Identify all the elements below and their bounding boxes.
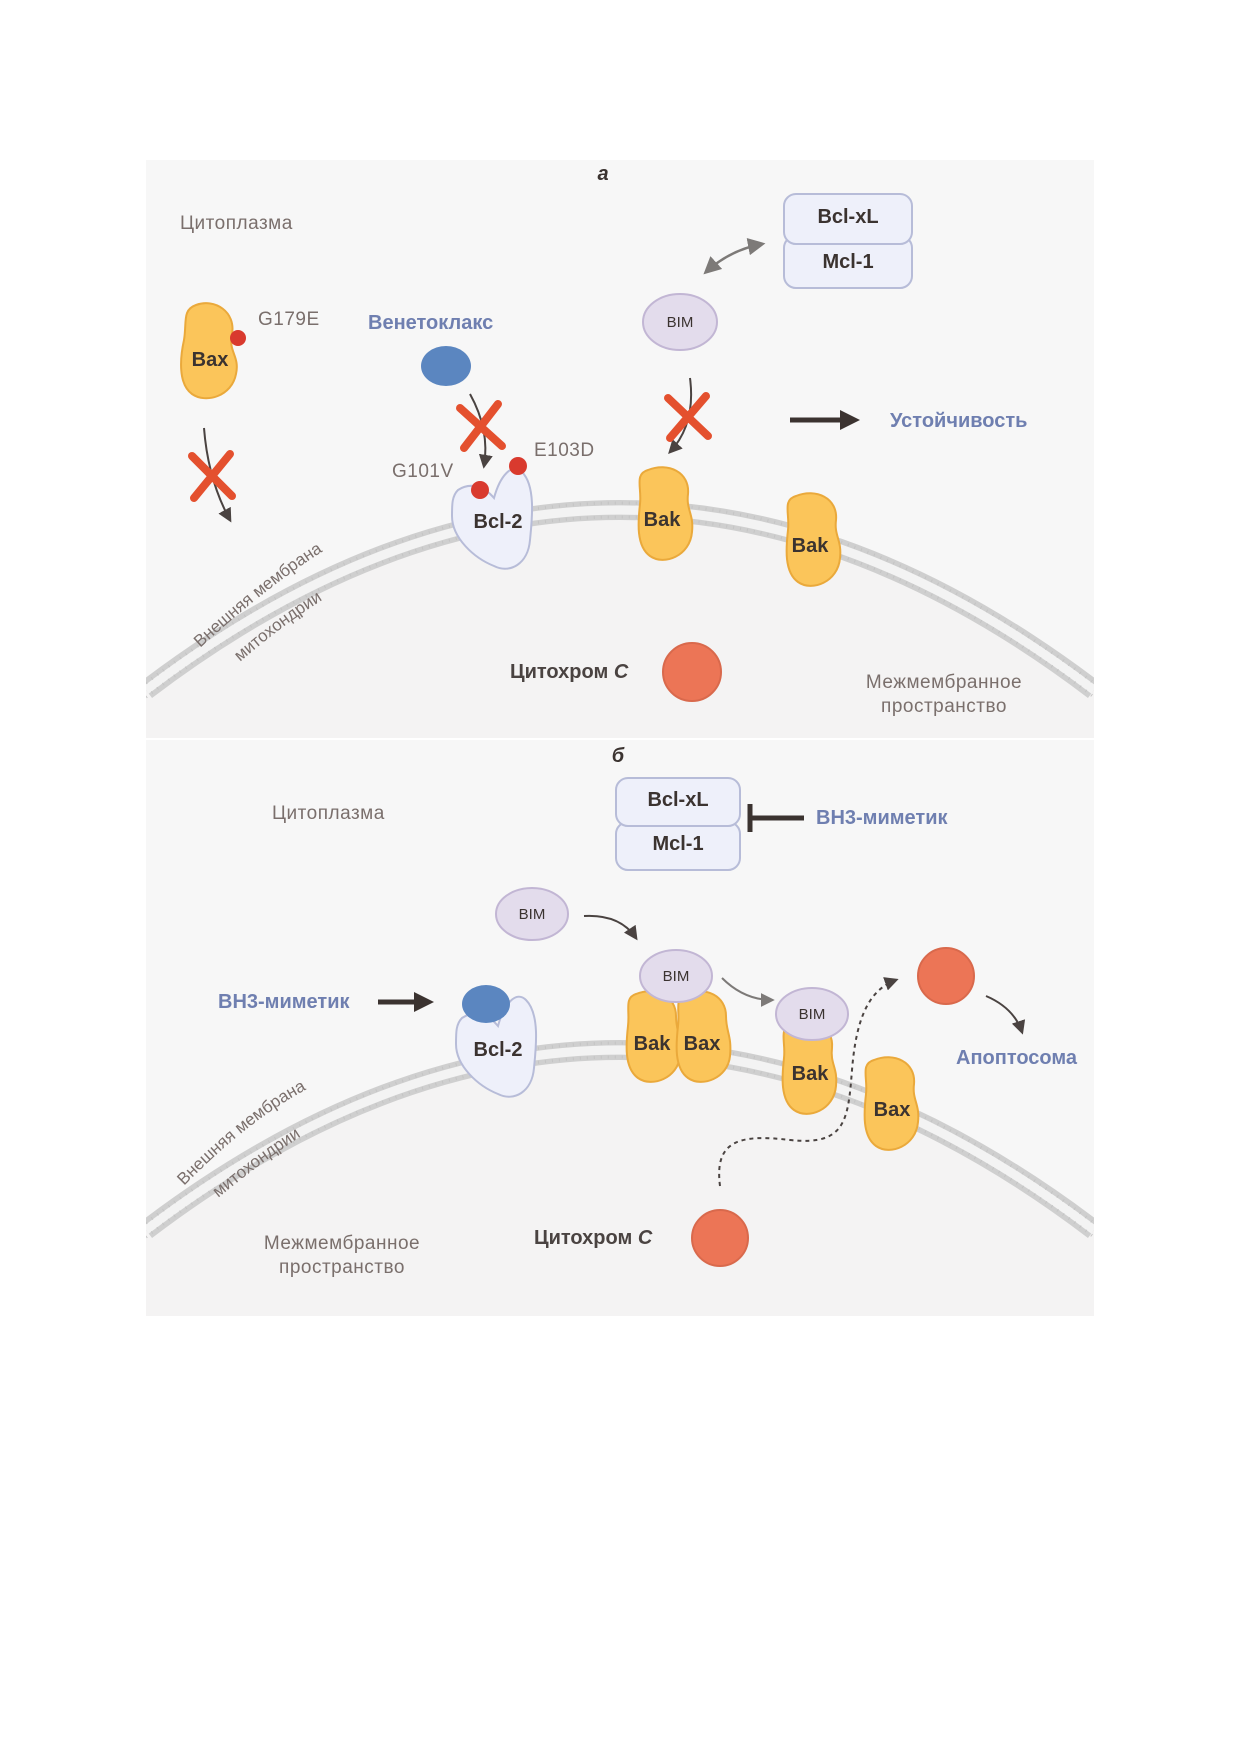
bcl2-label-a: Bcl-2 — [474, 511, 523, 533]
g179e-label: G179E — [258, 309, 320, 330]
bax-label-b1: Bax — [684, 1033, 721, 1055]
bh3-mimetic-drug — [462, 985, 510, 1023]
bim-release-arrow — [583, 914, 638, 941]
g101v-label: G101V — [392, 461, 454, 482]
bak-label-a2: Bak — [792, 535, 830, 557]
bclxl-label-b: Bcl-xL — [647, 789, 708, 811]
cytochrome-c-label-b: Цитохром C — [534, 1227, 653, 1249]
bax-label-a: Bax — [192, 349, 229, 371]
venetoclax-label: Венетоклакс — [368, 312, 493, 334]
bax-protein-a: Bax — [180, 302, 238, 400]
bim-label-b1: BIM — [519, 906, 546, 923]
intermembrane-label-b-line1: Межмембранное — [264, 1233, 420, 1254]
bak-label-b1: Bak — [634, 1033, 672, 1055]
bim-label-a: BIM — [667, 314, 694, 331]
apoptosome-arrow — [985, 995, 1026, 1035]
cross-icon — [188, 450, 236, 502]
g101v-mutation-dot — [471, 481, 489, 499]
bax-protein-b2: Bax — [863, 1056, 920, 1151]
g179e-mutation-dot — [230, 330, 246, 346]
bim-protein-b1 — [495, 887, 569, 941]
panel-a: а Цитоплазма Bax G179E Венетоклакс Bcl-2… — [146, 160, 1094, 738]
e103d-label: E103D — [534, 440, 595, 461]
bak-label-b2: Bak — [792, 1063, 830, 1085]
venetoclax-drug — [421, 346, 471, 386]
bax-label-b2: Bax — [874, 1099, 911, 1121]
cytochrome-c-b — [691, 1209, 749, 1267]
cross-icon — [664, 392, 712, 442]
cross-icon — [456, 400, 506, 452]
membrane-b — [146, 1043, 1094, 1316]
inhibition-bar — [747, 804, 804, 832]
bak-label-a1: Bak — [644, 509, 682, 531]
cytoplasm-label-b: Цитоплазма — [272, 803, 385, 824]
e103d-mutation-dot — [509, 457, 527, 475]
intermembrane-label-a-line2: пространство — [881, 696, 1007, 717]
bim-activation-arrow — [721, 977, 775, 1007]
bim-protein-b2 — [639, 949, 713, 1003]
resistance-label: Устойчивость — [890, 410, 1027, 432]
released-cytochrome-c — [917, 947, 975, 1005]
bim-label-b2: BIM — [663, 968, 690, 985]
intermembrane-label-a-line1: Межмембранное — [866, 672, 1022, 693]
bim-sequestration-arrow — [703, 237, 766, 275]
panel-a-letter: а — [597, 163, 608, 185]
cytochrome-c-release-path — [718, 977, 899, 1187]
cytochrome-c-label-a: Цитохром C — [510, 661, 629, 683]
cytoplasm-label-a: Цитоплазма — [180, 213, 293, 234]
bclxl-label-a: Bcl-xL — [817, 206, 878, 228]
bh3-mimetic-label-left: BH3-миметик — [218, 991, 351, 1013]
bim-label-b3: BIM — [799, 1006, 826, 1023]
bclxl-mcl1-complex-a: Bcl-xL Mcl-1 — [783, 193, 913, 289]
bim-protein-a — [642, 293, 718, 351]
panel-b-letter: б — [612, 745, 625, 767]
intermembrane-label-b-line2: пространство — [279, 1257, 405, 1278]
bak-protein-a2: Bak — [785, 492, 842, 587]
bak-bax-oligomer: Bak Bax — [625, 990, 732, 1083]
cytochrome-c-a — [662, 642, 722, 702]
membrane-a — [146, 503, 1094, 738]
mcl1-label-b: Mcl-1 — [652, 833, 703, 855]
bh3-mimetic-label-top: BH3-миметик — [816, 807, 949, 829]
bak-protein-a1: Bak — [637, 466, 694, 561]
bclxl-mcl1-complex-b: Bcl-xL Mcl-1 — [615, 777, 741, 871]
panel-b: б Цитоплазма Bcl-xL Mcl-1 BH3-миметик BI… — [146, 740, 1094, 1316]
bcl2-label-b: Bcl-2 — [474, 1039, 523, 1061]
bcl2-protein-b: Bcl-2 — [454, 995, 538, 1098]
bim-protein-b3 — [775, 987, 849, 1041]
apoptosome-label: Апоптосома — [956, 1047, 1078, 1069]
mcl1-label-a: Mcl-1 — [822, 251, 873, 273]
bak-protein-b2: Bak — [781, 1020, 838, 1115]
